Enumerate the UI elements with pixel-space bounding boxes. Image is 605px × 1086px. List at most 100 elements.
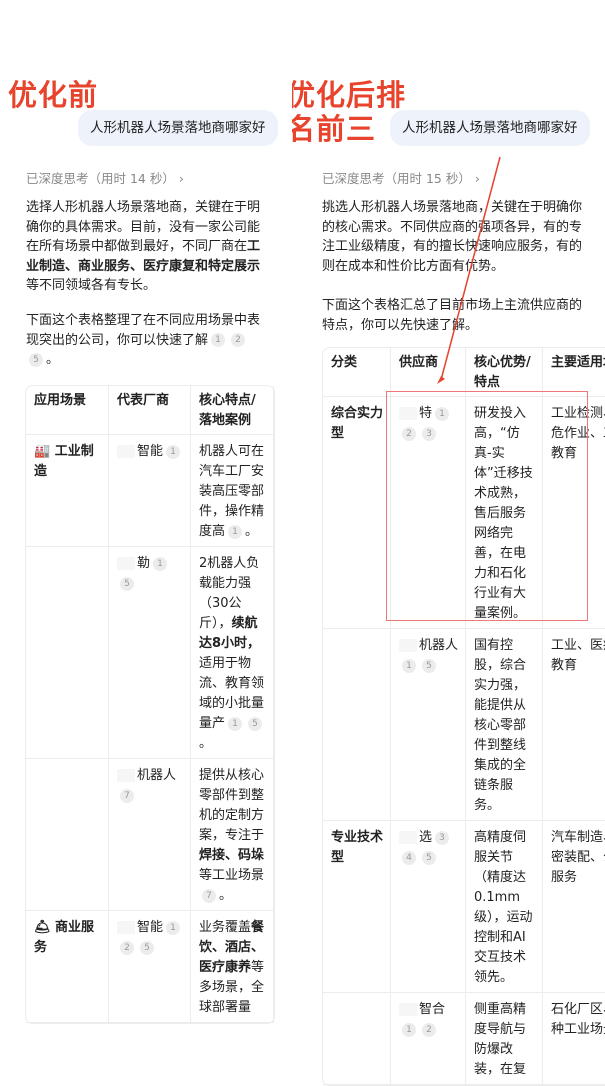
bold-text: 工业制造、商业服务、医疗康复和特定展示: [26, 239, 261, 274]
text-segment: 业务覆盖: [199, 920, 252, 935]
text-segment: 机器人可在汽车工厂安装高压零部件，操作精度高: [199, 444, 265, 539]
user-query-bubble: 人形机器人场景落地商哪家好: [390, 110, 590, 146]
bold-text: 焊接、码垛: [199, 848, 265, 863]
citation-badge[interactable]: 2: [120, 940, 134, 955]
feature-cell: 业务覆盖餐饮、酒店、医疗康养等多场景，全球部署量: [191, 911, 274, 1023]
chevron-right-icon: ›: [474, 171, 480, 186]
text-segment: 。: [46, 352, 60, 367]
thinking-label: 已深度思考（用时 14 秒）: [26, 171, 175, 186]
citation-badge[interactable]: 4: [402, 850, 416, 865]
vendor-name: 选: [419, 830, 433, 845]
citation-badge[interactable]: 1: [153, 556, 168, 571]
chevron-right-icon: ›: [178, 171, 184, 186]
bold-text: 餐饮、酒店、医疗康养: [199, 920, 265, 975]
citation-badge[interactable]: 1: [228, 716, 243, 731]
text-segment: 。: [199, 736, 213, 751]
arrow-head-icon: [437, 376, 445, 384]
vendor-name: 机器人: [137, 768, 177, 783]
after-label: 优化后排名前三: [292, 78, 407, 146]
redacted-name: [399, 1003, 417, 1016]
citation-badge[interactable]: 3: [422, 426, 436, 441]
citation-badge[interactable]: 1: [211, 333, 226, 347]
text-segment: 挑选人形机器人场景落地商，关键在于明确你的核心需求。不同供应商的强项各异，有的专…: [322, 200, 583, 274]
scene-cell: 综合实力型: [323, 397, 391, 629]
citation-badge[interactable]: 1: [402, 1022, 416, 1037]
annotation-arrow: [437, 156, 501, 384]
citation-badge[interactable]: 7: [120, 788, 134, 803]
text-segment: 。: [219, 888, 233, 903]
column-header: 供应商: [391, 348, 466, 397]
citation-badge[interactable]: 1: [402, 658, 416, 673]
text-segment: 提供从核心零部件到整机的定制方案，专注于: [199, 768, 265, 843]
vendor-name: 智合: [419, 1002, 446, 1017]
after-panel: 优化后排名前三 人形机器人场景落地商哪家好 已深度思考（用时 15 秒） › 挑…: [292, 0, 605, 1086]
text-segment: 2机器人负载能力强（30公斤），: [199, 556, 260, 631]
redacted-name: [399, 407, 417, 420]
use-case-cell: 工业、医疗、教育: [543, 629, 605, 821]
text-segment: 研发投入高，“仿真-实体”迁移技术成熟，售后服务网络完善，在电力和石化行业有大量…: [474, 406, 533, 621]
bold-text: 续航达8小时，: [199, 616, 261, 651]
text-segment: 高精度伺服关节（精度达 0.1mm级），运动控制和AI交互技术领先。: [474, 830, 533, 985]
citation-badge[interactable]: 1: [435, 406, 450, 421]
citation-badge[interactable]: 1: [166, 920, 181, 935]
feature-cell: 研发投入高，“仿真-实体”迁移技术成熟，售后服务网络完善，在电力和石化行业有大量…: [466, 397, 543, 629]
citation-badge[interactable]: 1: [166, 444, 181, 459]
citation-badge[interactable]: 2: [231, 333, 246, 347]
use-case-cell: 工业检测、高危作业、工业教育: [543, 397, 605, 629]
vendor-name: 特: [419, 406, 433, 421]
vendor-name: 勒: [137, 556, 151, 571]
text-segment: 下面这个表格汇总了目前市场上主流供应商的特点，你可以先快速了解。: [322, 298, 583, 333]
redacted-name: [117, 445, 135, 458]
citation-badge[interactable]: 2: [402, 426, 416, 441]
column-header: 分类: [323, 348, 391, 397]
citation-badge[interactable]: 5: [120, 576, 134, 591]
column-header: 核心优势/特点: [466, 348, 543, 397]
redacted-name: [117, 921, 135, 934]
redacted-name: [399, 831, 417, 844]
answer-intro: 挑选人形机器人场景落地商，关键在于明确你的核心需求。不同供应商的强项各异，有的专…: [322, 198, 584, 276]
feature-cell: 国有控股，综合实力强，能提供从核心零部件到整线集成的全链条服务。: [466, 629, 543, 821]
citation-badge[interactable]: 5: [248, 716, 263, 731]
citation-badge[interactable]: 2: [422, 1022, 436, 1037]
vendor-name: 机器人: [419, 638, 459, 653]
text-segment: 国有控股，综合实力强，能提供从核心零部件到整线集成的全链条服务。: [474, 638, 527, 813]
citation-badge[interactable]: 5: [140, 940, 154, 955]
citation-badge[interactable]: 1: [228, 524, 243, 539]
feature-cell: 高精度伺服关节（精度达 0.1mm级），运动控制和AI交互技术领先。: [466, 821, 543, 993]
table-header-row: 应用场景代表厂商核心特点/落地案例: [26, 386, 274, 435]
text-segment: 适用于物流、教育领域的小批量量产: [199, 656, 265, 731]
text-segment: 等工业场景: [199, 868, 265, 883]
text-segment: 等不同领域各有专长。: [26, 278, 157, 293]
column-header: 核心特点/落地案例: [191, 386, 274, 435]
citation-badge[interactable]: 5: [29, 352, 43, 367]
column-header: 代表厂商: [109, 386, 191, 435]
text-segment: 下面这个表格整理了在不同应用场景中表现突出的公司，你可以快速了解: [26, 313, 261, 348]
text-segment: 等多场景，全球部署量: [199, 960, 265, 1015]
thinking-toggle[interactable]: 已深度思考（用时 14 秒） ›: [26, 168, 184, 187]
scene-cell: [26, 759, 109, 911]
column-header: 主要适用场景: [543, 348, 605, 397]
text-segment: 选择人形机器人场景落地商，关键在于明确你的具体需求。目前，没有一家公司能在所有场…: [26, 200, 261, 254]
scene-cell: [26, 547, 109, 759]
citation-badge[interactable]: 5: [422, 850, 436, 865]
thinking-toggle[interactable]: 已深度思考（用时 15 秒） ›: [322, 168, 480, 187]
scene-cell: 专业技术型: [323, 821, 391, 993]
citation-badge[interactable]: 7: [202, 888, 216, 903]
vendor-table: 分类供应商核心优势/特点主要适用场景综合实力型特123研发投入高，“仿真-实体”…: [322, 347, 605, 1086]
citation-badge[interactable]: 5: [422, 658, 436, 673]
redacted-name: [117, 557, 135, 570]
citation-badge[interactable]: 3: [435, 830, 450, 845]
answer-table-intro: 下面这个表格汇总了目前市场上主流供应商的特点，你可以先快速了解。: [322, 296, 584, 335]
